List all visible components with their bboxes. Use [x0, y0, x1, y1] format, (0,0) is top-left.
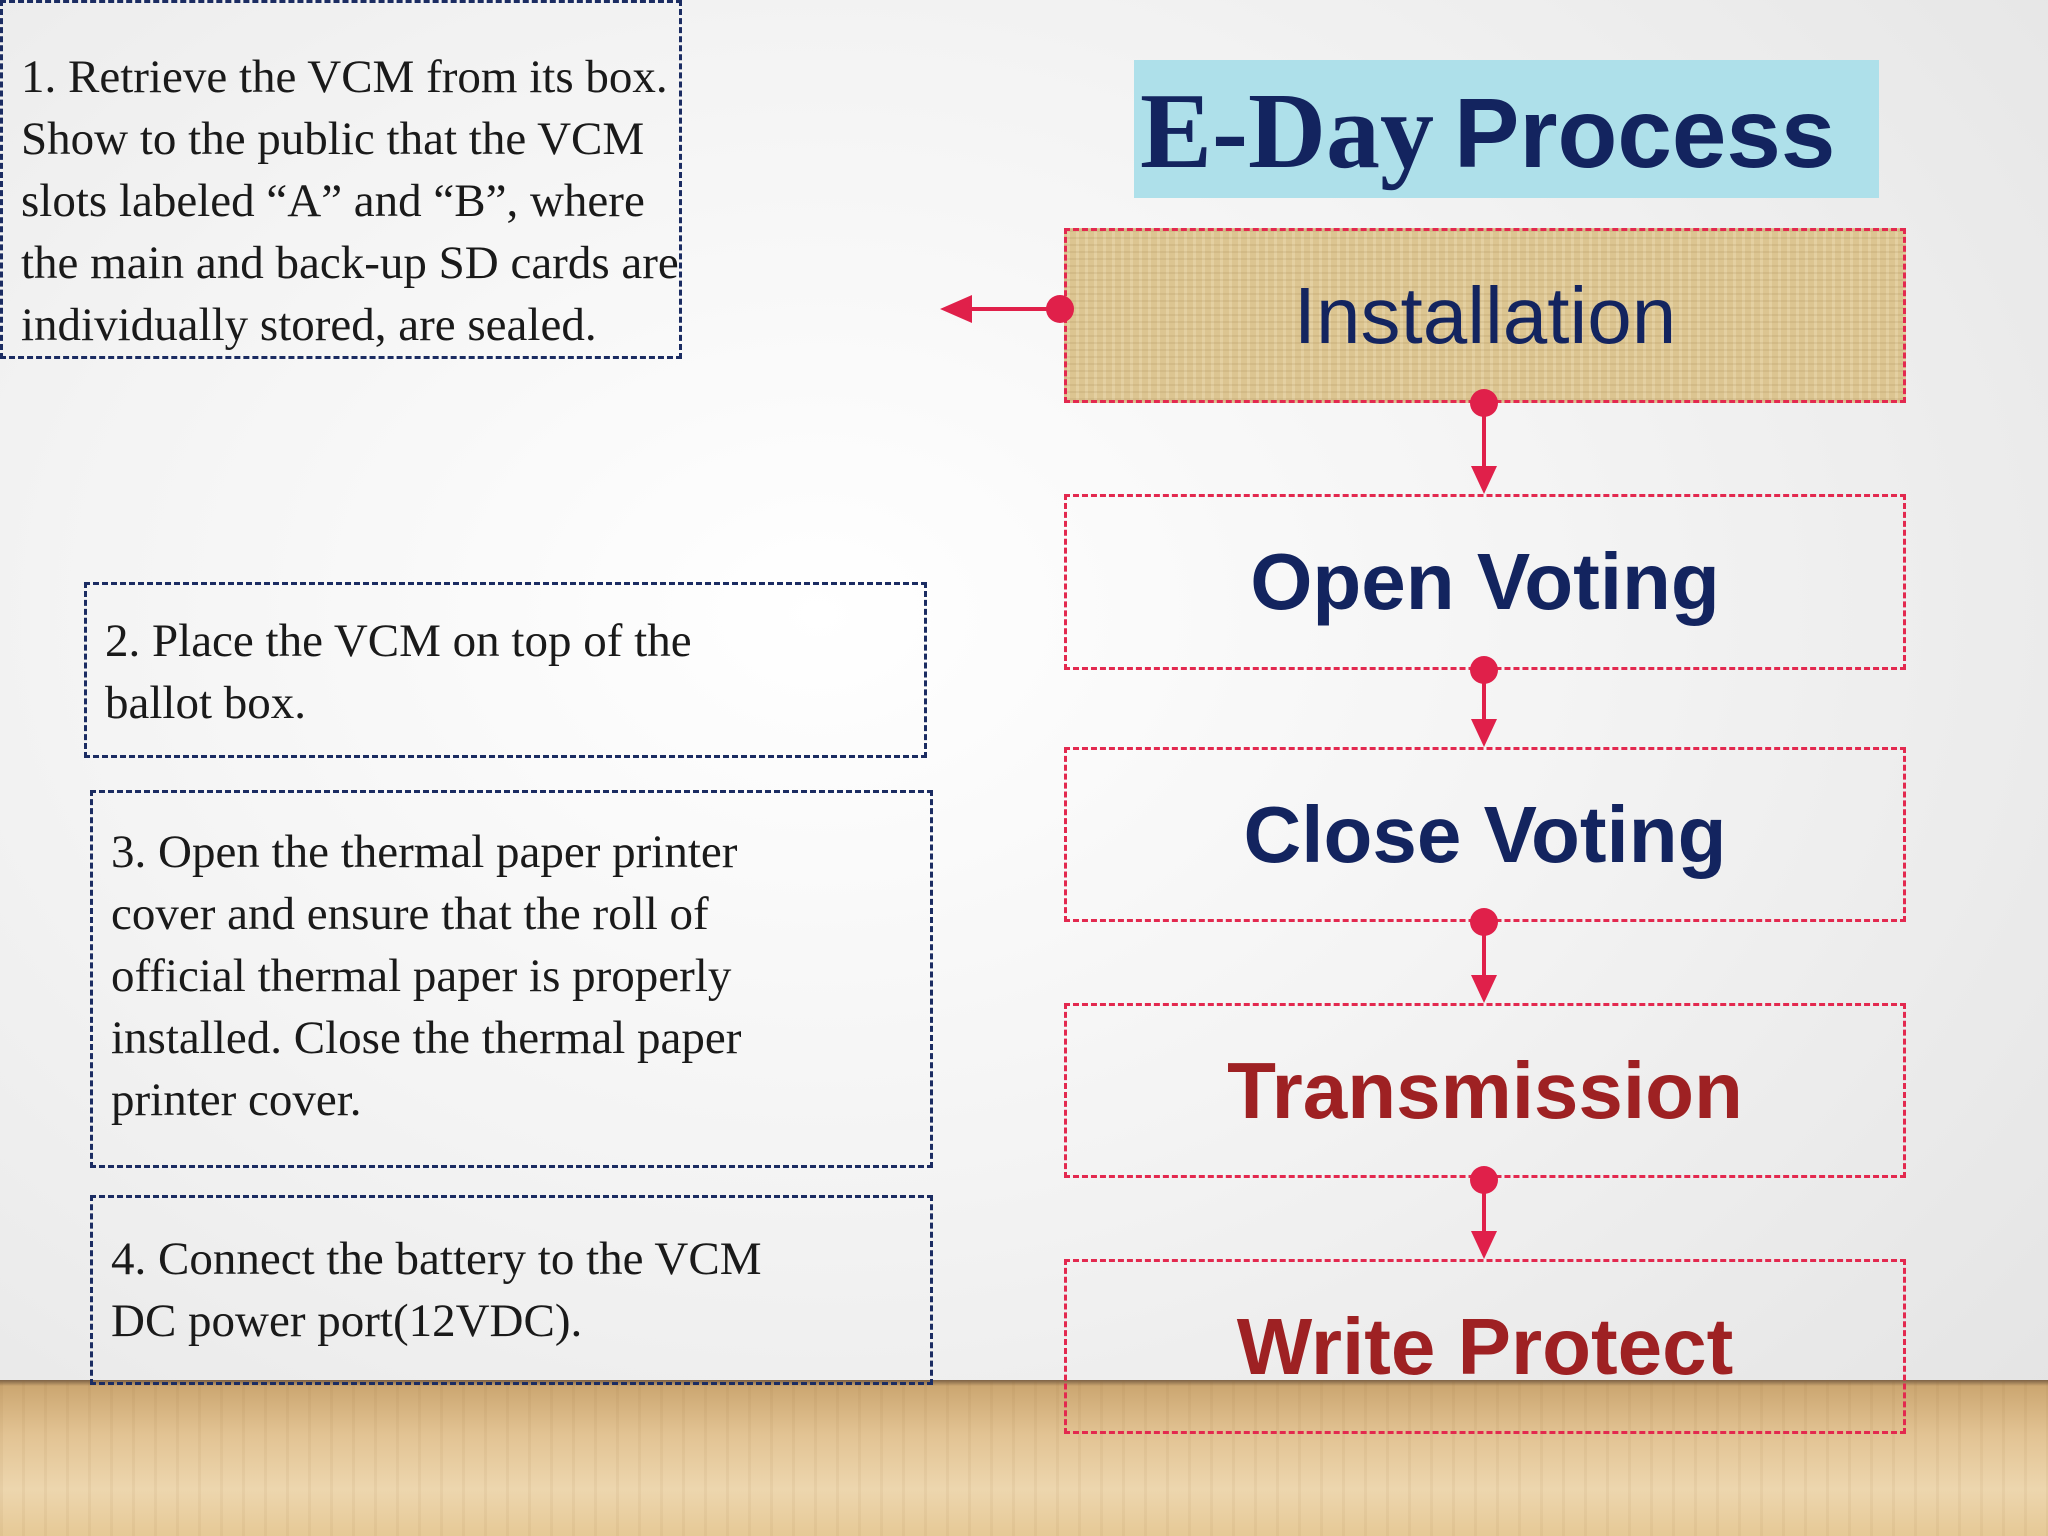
- step-line: individually stored, are sealed.: [21, 299, 597, 351]
- connector-close-voting-to-transmission: [1470, 908, 1498, 1003]
- process-label: Write Protect: [1236, 1301, 1734, 1391]
- process-installation: Installation: [1064, 228, 1906, 403]
- step-box-1: 1. Retrieve the VCM from its box. Show t…: [0, 0, 682, 359]
- title-part-1: E-Day: [1140, 72, 1434, 191]
- step-line: 4. Connect the battery to the VCM: [111, 1233, 762, 1285]
- step-line: 1. Retrieve the VCM from its box.: [21, 51, 668, 103]
- step-line: 3. Open the thermal paper printer: [111, 826, 738, 878]
- connector-transmission-to-write-protect: [1470, 1166, 1498, 1259]
- step-line: official thermal paper is properly: [111, 950, 732, 1002]
- step-line: the main and back-up SD cards are: [21, 237, 679, 289]
- step-line: slots labeled “A” and “B”, where: [21, 175, 645, 227]
- process-label: Close Voting: [1243, 789, 1727, 879]
- step-line: printer cover.: [111, 1074, 362, 1126]
- step-line: ballot box.: [105, 677, 307, 729]
- step-box-3: 3. Open the thermal paper printer cover …: [90, 790, 933, 1168]
- step-line: cover and ensure that the roll of: [111, 888, 709, 940]
- connector-installation-to-open-voting: [1470, 389, 1498, 494]
- wooden-floor: [0, 1380, 2048, 1536]
- process-label: Transmission: [1227, 1045, 1743, 1135]
- step-line: Show to the public that the VCM: [21, 113, 645, 165]
- process-label: Open Voting: [1250, 537, 1720, 626]
- title-part-2: Process: [1454, 78, 1836, 188]
- process-label: Installation: [1293, 270, 1677, 360]
- step-box-2: 2. Place the VCM on top of the ballot bo…: [84, 582, 927, 758]
- process-transmission: Transmission: [1064, 1003, 1906, 1178]
- title-highlight: [1134, 60, 1879, 198]
- process-write-protect: Write Protect: [1064, 1259, 1906, 1434]
- step-box-4: 4. Connect the battery to the VCM DC pow…: [90, 1195, 933, 1385]
- process-open-voting: Open Voting: [1064, 494, 1906, 670]
- step-line: DC power port(12VDC).: [111, 1295, 583, 1347]
- step-line: 2. Place the VCM on top of the: [105, 615, 692, 667]
- process-close-voting: Close Voting: [1064, 747, 1906, 922]
- step-line: installed. Close the thermal paper: [111, 1012, 742, 1064]
- connector-installation-to-step-1: [940, 295, 1074, 323]
